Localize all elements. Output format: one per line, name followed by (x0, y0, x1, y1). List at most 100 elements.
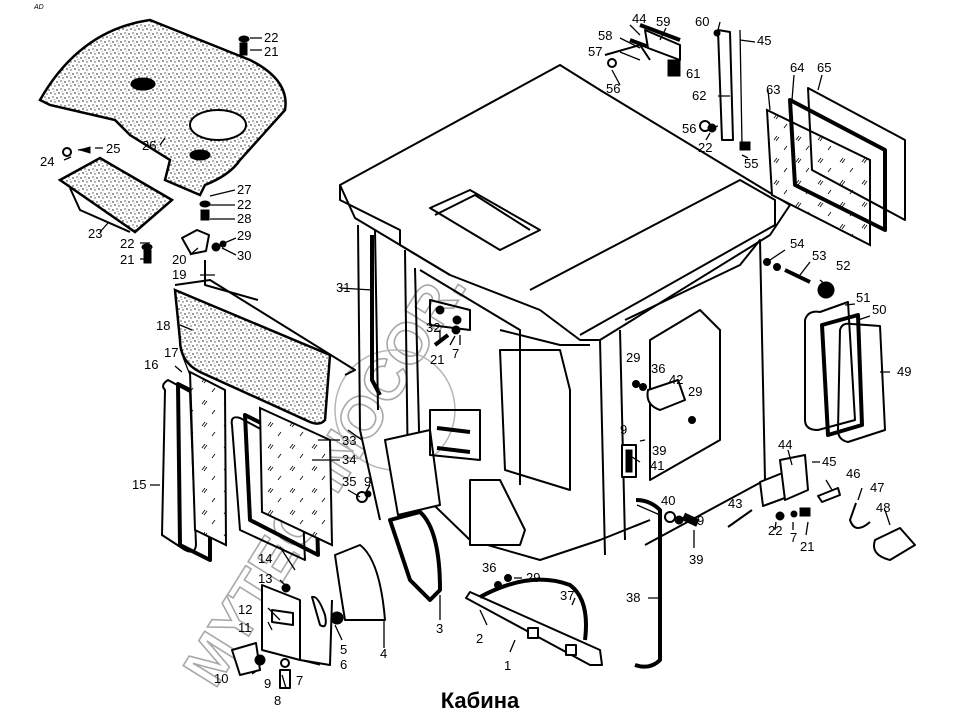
hinge-assembly (231, 583, 344, 689)
callout-44: 44 (632, 11, 646, 26)
callout-2: 2 (476, 631, 483, 646)
callouts: 22 21 24 25 26 2 3 27 22 28 29 30 22 21 2… (40, 11, 911, 708)
door-seal (370, 235, 382, 396)
callout-9: 9 (620, 422, 627, 437)
callout-53: 53 (812, 248, 826, 263)
side-glass-assembly (765, 87, 906, 247)
front-window-assembly (230, 406, 334, 561)
callout-8: 8 (274, 693, 281, 708)
callout-48: 48 (876, 500, 890, 515)
callout-21: 21 (120, 252, 134, 267)
callout-21: 21 (430, 352, 444, 367)
callout-41: 41 (650, 458, 664, 473)
callout-32: 32 (426, 320, 440, 335)
callout-29: 29 (526, 570, 540, 585)
cab-body (339, 64, 791, 561)
callout-52: 52 (836, 258, 850, 273)
tray (57, 156, 175, 234)
callout-22: 22 (768, 523, 782, 538)
callout-56: 56 (606, 81, 620, 96)
callout-7: 7 (452, 346, 459, 361)
diagram-caption: Кабина (440, 688, 520, 713)
callout-42: 42 (669, 372, 683, 387)
callout-10: 10 (214, 671, 228, 686)
callout-33: 33 (342, 433, 356, 448)
callout-11: 11 (238, 620, 252, 635)
callout-45: 45 (757, 33, 771, 48)
callout-17: 17 (164, 345, 178, 360)
callout-18: 18 (156, 318, 170, 333)
roof-liner (38, 18, 287, 197)
callout-30: 30 (237, 248, 251, 263)
callout-3: 3 (436, 621, 443, 636)
callout-47: 47 (870, 480, 884, 495)
front-lower-parts (334, 510, 442, 621)
callout-44: 44 (778, 437, 792, 452)
callout-28: 28 (237, 211, 251, 226)
callout-16: 16 (144, 357, 158, 372)
callout-60: 60 (695, 14, 709, 29)
callout-19: 19 (172, 267, 186, 282)
fasteners-top-left (62, 35, 259, 301)
callout-21: 21 (264, 44, 278, 59)
callout-12: 12 (238, 602, 252, 617)
callout-46: 46 (846, 466, 860, 481)
callout-58: 58 (598, 28, 612, 43)
callout-5: 5 (340, 642, 347, 657)
callout-22: 22 (237, 197, 251, 212)
callout-22: 22 (120, 236, 134, 251)
callout-26: 26 (142, 138, 156, 153)
callout-36: 36 (651, 361, 665, 376)
callout-54: 54 (790, 236, 804, 251)
callout-36: 36 (482, 560, 496, 575)
callout-63: 63 (766, 82, 780, 97)
callout-50: 50 (872, 302, 886, 317)
corner-mark: AD (34, 4, 44, 11)
callout-21: 21 (800, 539, 814, 554)
callout-65: 65 (817, 60, 831, 75)
callout-43: 43 (728, 496, 742, 511)
callout-29: 29 (688, 384, 702, 399)
callout-57: 57 (588, 44, 602, 59)
callout-27: 27 (237, 182, 251, 197)
callout-6: 6 (340, 657, 347, 672)
callout-45: 45 (822, 454, 836, 469)
callout-40: 40 (661, 493, 675, 508)
callout-22: 22 (698, 140, 712, 155)
callout-61: 61 (686, 66, 700, 81)
latch-parts (817, 487, 916, 561)
callout-9: 9 (264, 676, 271, 691)
callout-39: 39 (689, 552, 703, 567)
callout-29: 29 (237, 228, 251, 243)
callout-7: 7 (790, 530, 797, 545)
side-panel (173, 279, 356, 425)
step-plate-assembly (465, 574, 603, 666)
callout-59: 59 (656, 14, 670, 29)
leader-lines (63, 21, 891, 689)
callout-51: 51 (856, 290, 870, 305)
callout-39: 39 (652, 443, 666, 458)
callout-25: 25 (106, 141, 120, 156)
callout-9: 9 (364, 474, 371, 489)
callout-34: 34 (342, 452, 356, 467)
callout-22: 22 (264, 30, 278, 45)
callout-9: 9 (697, 513, 704, 528)
left-window-assembly (161, 370, 228, 562)
callout-29: 29 (626, 350, 640, 365)
callout-62: 62 (692, 88, 706, 103)
callout-1: 1 (504, 658, 511, 673)
knob-stud (763, 258, 835, 299)
callout-14: 14 (258, 551, 272, 566)
callout-31: 31 (336, 280, 350, 295)
callout-55: 55 (744, 156, 758, 171)
callout-15: 15 (132, 477, 146, 492)
callout-24: 24 (40, 154, 54, 169)
callout-7: 7 (296, 673, 303, 688)
roof-hatch-hardware (604, 23, 751, 151)
callout-49: 49 (897, 364, 911, 379)
callout-37: 37 (560, 588, 574, 603)
callout-38: 38 (626, 590, 640, 605)
rear-window-assembly (804, 301, 886, 443)
door-lock-parts (621, 379, 696, 478)
callout-56: 56 (682, 121, 696, 136)
